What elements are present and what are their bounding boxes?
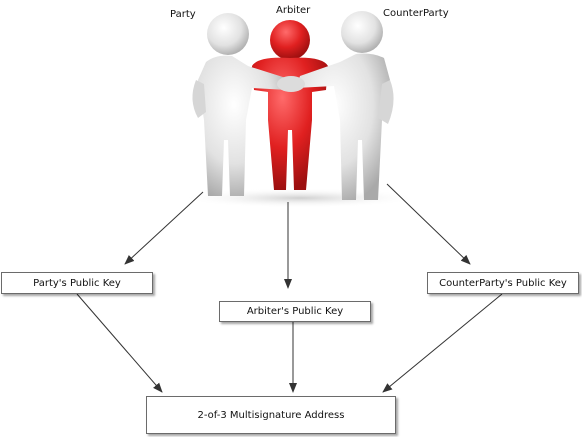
- arrow-counterpartykey-to-address: [382, 293, 503, 393]
- arbiter-public-key-box: Arbiter's Public Key: [219, 301, 371, 322]
- multisig-address-box: 2-of-3 Multisignature Address: [146, 396, 396, 434]
- arbiter-figure: [247, 20, 333, 190]
- arrow-counterparty-to-key: [386, 183, 471, 265]
- arrow-partykey-to-address: [76, 293, 163, 393]
- party-public-key-box: Party's Public Key: [1, 272, 153, 294]
- counterparty-figure: [296, 11, 394, 200]
- party-label: Party: [170, 9, 196, 20]
- handshake: [277, 76, 305, 92]
- arrow-party-to-key: [124, 191, 204, 265]
- counterparty-public-key-box: CounterParty's Public Key: [427, 272, 579, 294]
- arbiter-label: Arbiter: [276, 5, 311, 16]
- party-figure: [192, 13, 288, 196]
- counterparty-label: CounterParty: [383, 8, 449, 19]
